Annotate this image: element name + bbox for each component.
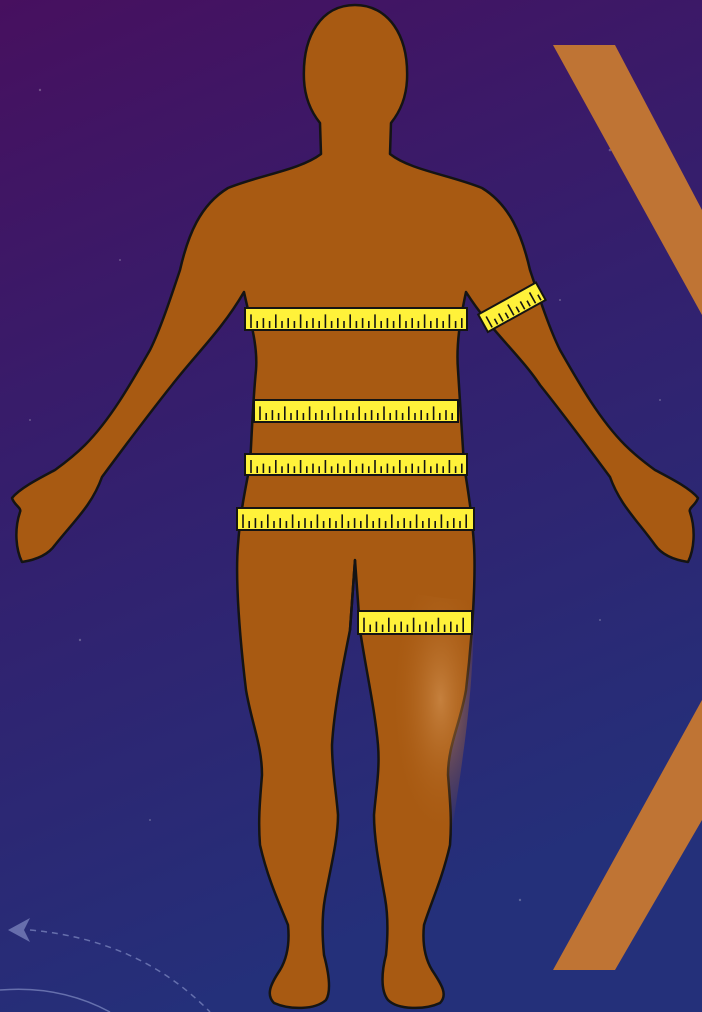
- chest-tape: [245, 308, 467, 330]
- abdomen-tape: [245, 454, 467, 475]
- waist-tape: [254, 400, 458, 422]
- thigh-tape: [358, 611, 472, 634]
- hip-tape: [237, 508, 474, 530]
